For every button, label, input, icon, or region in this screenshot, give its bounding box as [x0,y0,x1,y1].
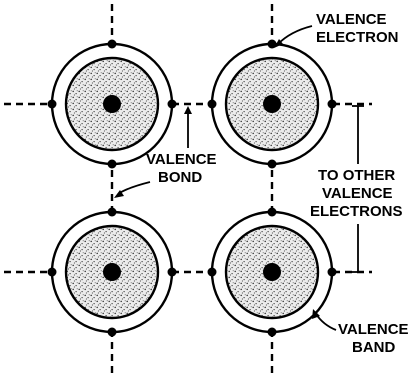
nucleus [103,263,121,281]
leader-lines [114,25,364,331]
valence-electron-leader [277,25,313,45]
valence-electron-dot [327,267,337,277]
atom-bottom-left [47,207,177,337]
to-other-valence-electrons-label: TO OTHER VALENCE ELECTRONS [310,167,403,220]
valence-electron-dot [47,99,57,109]
valence-band-label: VALENCE BAND [338,321,413,356]
valence-bond-label: VALENCE BOND [146,151,221,186]
valence-electron-dot [107,159,117,169]
valence-band-leader [315,313,337,331]
atom-top-right [207,39,337,169]
valence-electron-dot [267,159,277,169]
valence-electron-dot [327,99,337,109]
valence-electron-dot [47,267,57,277]
atoms-layer [47,39,337,337]
valence-electron-dot [207,267,217,277]
valence-band-arrowhead [312,309,320,319]
nucleus [263,263,281,281]
atom-bottom-right [207,207,337,337]
valence-electron-label: VALENCE ELECTRON [316,11,399,46]
atom-top-left [47,39,177,169]
valence-electron-dot [207,99,217,109]
valence-electron-arrowhead [274,39,283,48]
valence-bond-arrowhead-up [184,106,192,114]
nucleus [103,95,121,113]
nucleus [263,95,281,113]
valence-bond-arrowhead-down [114,190,124,198]
valence-bond-leader-down [117,181,151,195]
bond-lines [4,4,372,374]
